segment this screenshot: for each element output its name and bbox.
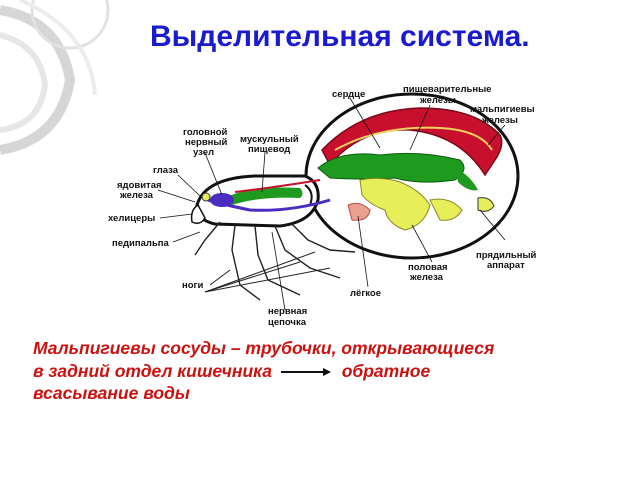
chelicera [190,203,206,225]
label-digestive-glands-2: железы [419,95,456,106]
slide-title: Выделительная система. [150,20,530,53]
caption: Мальпигиевы сосуды – трубочки, открывающ… [33,337,623,405]
gut-branch [455,168,478,191]
label-ganglion-3: узел [193,147,214,158]
label-venom-1: ядовитая [117,180,162,191]
right-arrow-icon [280,367,331,376]
spinneret [477,197,495,212]
label-digestive-glands-1: пищеварительные [403,84,491,95]
eye [201,192,211,202]
caption-line-1: Мальпигиевы сосуды – трубочки, открывающ… [33,338,495,358]
caption-line-2: в задний отдел кишечника обратное [33,360,623,383]
label-ganglion-1: головной [183,127,227,138]
leader-lines [157,97,506,311]
label-eyes: глаза [153,165,179,176]
label-ganglion-2: нервный [185,137,228,148]
pedicel [304,184,313,206]
gonad-lobe [429,198,463,221]
caption-line-3: всасывание воды [33,383,190,403]
label-malpighian-2: железы [481,115,518,126]
legs-group [194,221,356,301]
label-pedipalp: педипальпа [112,238,170,249]
spider-anatomy-diagram: сердце пищеварительные железы мальпигиев… [108,84,537,328]
label-chelicerae: хелицеры [108,213,155,224]
brain-ganglion [210,193,234,207]
caption-line-2-after: обратное [341,360,431,381]
midgut [317,152,465,183]
label-gonad-2: железа [409,272,444,283]
book-lung [347,202,371,221]
gonad [359,177,431,231]
aorta [234,179,321,193]
label-nerve-chain-2: цепочка [268,317,307,328]
decorative-corner-arcs [0,0,110,155]
label-esophagus-1: мускульный [240,134,299,145]
label-gonad-1: половая [408,262,448,273]
label-lung: лёгкое [350,288,381,299]
label-nerve-chain-1: нервная [268,306,307,317]
caption-line-2-before: в задний отдел кишечника [33,360,272,381]
label-venom-2: железа [119,190,154,201]
label-legs: ноги [182,280,203,291]
label-spinneret-1: прядильный [476,250,537,261]
label-spinneret-2: аппарат [487,260,525,271]
label-heart: сердце [332,89,365,100]
label-malpighian-1: мальпигиевы [470,104,535,115]
label-esophagus-2: пищевод [248,144,290,155]
malpighian-tubule [334,126,493,151]
